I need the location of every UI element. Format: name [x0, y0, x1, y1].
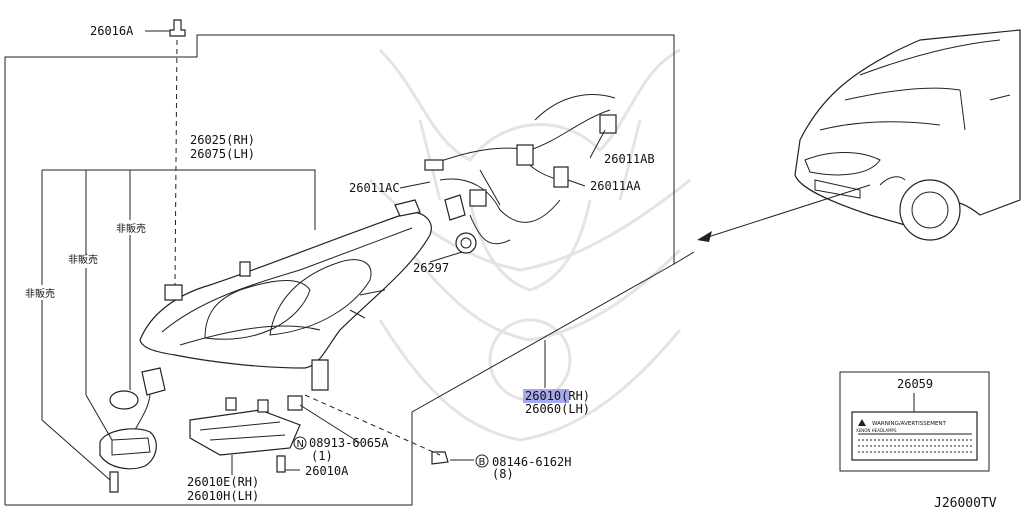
callout-26010a[interactable]: 26010A — [305, 464, 349, 478]
selected-part-highlight — [523, 389, 569, 403]
callout-26297[interactable]: 26297 — [413, 261, 449, 275]
b-mark-text: B — [479, 457, 486, 468]
callout-26010e[interactable]: 26010E(RH) — [187, 475, 259, 489]
warning-label-subtext: XENON HEADLAMPS — [856, 428, 897, 433]
leader-lines — [41, 30, 606, 481]
n-mark-icon — [293, 436, 307, 450]
not-sold-label-2: 非販売 — [68, 253, 98, 266]
warning-label-part — [851, 411, 978, 461]
wiring-harness — [424, 93, 617, 254]
callout-08146-qty: (8) — [492, 467, 514, 481]
callout-26059[interactable]: 26059 — [897, 377, 933, 391]
callout-08913[interactable]: 08913-6065A — [309, 436, 389, 450]
callout-08913-qty: (1) — [311, 449, 333, 463]
callout-08146[interactable]: 08146-6162H — [492, 455, 571, 469]
callout-26016a[interactable]: 26016A — [90, 24, 134, 38]
not-sold-label-1: 非販売 — [116, 222, 146, 235]
location-arrow — [704, 184, 871, 239]
warning-label-lines — [858, 433, 972, 453]
warning-label-text: WARNING/AVERTISSEMENT — [872, 421, 947, 427]
callout-26011ac[interactable]: 26011AC — [349, 181, 400, 195]
b-mark-icon — [475, 454, 489, 468]
callout-26010[interactable]: 26010(RH) — [525, 389, 590, 403]
callout-labels: 26016A 26025(RH) 26075(LH) 非販売 非販売 非販売 2… — [25, 24, 997, 510]
callout-26060[interactable]: 26060(LH) — [525, 402, 590, 416]
n-mark-text: N — [297, 439, 304, 450]
arrowhead-icon — [697, 231, 712, 242]
callout-26011aa[interactable]: 26011AA — [590, 179, 641, 193]
callout-26010h[interactable]: 26010H(LH) — [187, 489, 259, 503]
assembly-frame — [4, 34, 695, 506]
warning-triangle-icon — [858, 419, 866, 426]
ballast-assembly — [99, 367, 303, 470]
not-sold-label-3: 非販売 — [25, 287, 55, 300]
callout-26075[interactable]: 26075(LH) — [190, 147, 255, 161]
vehicle-illustration — [794, 29, 1021, 241]
headlamp-housing — [139, 199, 432, 391]
callout-26011ab[interactable]: 26011AB — [604, 152, 655, 166]
diagram-reference-code: J26000TV — [934, 496, 997, 510]
fasteners — [109, 19, 449, 493]
label-inset-box — [839, 371, 990, 472]
callout-26025[interactable]: 26025(RH) — [190, 133, 255, 147]
